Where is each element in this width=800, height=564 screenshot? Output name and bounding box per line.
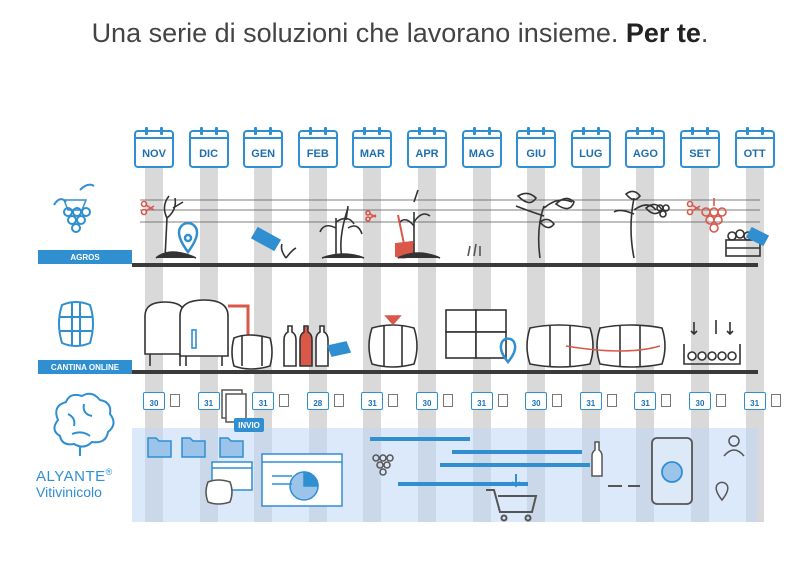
- day-marker-calendar-icon: 30: [416, 392, 438, 410]
- day-marker-calendar-icon: 31: [634, 392, 657, 410]
- folder-icon: [147, 437, 244, 458]
- month-label: NOV: [142, 148, 166, 160]
- month-label: APR: [415, 148, 439, 160]
- month-label: GIU: [526, 148, 546, 160]
- day-marker-calendar-icon: 28: [306, 392, 329, 410]
- month-calendar-icon-feb: FEB: [297, 127, 338, 168]
- day-document-icon: [716, 394, 726, 407]
- location-pin-small-icon: [715, 481, 729, 502]
- barrel-icon: [58, 301, 94, 347]
- price-tag-icon: [250, 226, 282, 252]
- day-document-icon: [770, 394, 781, 407]
- invio-badge: INVIO: [234, 418, 264, 432]
- scissors-icon: [140, 200, 155, 216]
- day-marker-calendar-icon: 31: [579, 392, 602, 410]
- shopping-cart-icon: [486, 474, 538, 522]
- month-calendar-icon-mar: MAR: [352, 127, 393, 168]
- month-label: GEN: [251, 148, 276, 160]
- alyante-artwork: [147, 389, 745, 522]
- day-marker-calendar-icon: 30: [689, 392, 711, 410]
- title-end: .: [700, 18, 709, 48]
- grapes-icon: [53, 183, 95, 233]
- brand-name: ALYANTE: [36, 468, 106, 485]
- row-label-agros: AGROS: [38, 250, 132, 264]
- cantina-row-line: [132, 370, 758, 374]
- brand-sub: Vitivinicolo: [36, 484, 102, 500]
- month-label: SET: [689, 148, 711, 160]
- page-title: Una serie di soluzioni che lavorano insi…: [0, 18, 800, 49]
- cantina-artwork: [144, 299, 741, 370]
- day-marker-calendar-icon: 30: [525, 392, 548, 410]
- day-document-icon: [388, 394, 399, 407]
- day-document-icon: [333, 394, 344, 407]
- gantt-bars: [370, 437, 590, 486]
- month-calendar-icon-mag: MAG: [461, 127, 502, 168]
- brain-icon: [53, 392, 115, 456]
- month-label: MAR: [359, 148, 385, 160]
- alyante-brand: ALYANTE® Vitivinicolo: [36, 467, 113, 500]
- user-icon: [723, 435, 745, 457]
- month-label: DIC: [199, 148, 219, 160]
- day-marker-calendar-icon: 31: [743, 392, 766, 410]
- month-label: MAG: [468, 148, 495, 160]
- day-document-icon: [279, 394, 290, 407]
- day-marker-calendar-icon: 31: [197, 392, 220, 410]
- month-calendar-icon-dic: DIC: [188, 127, 229, 168]
- month-calendar-icon-apr: APR: [407, 127, 447, 168]
- day-marker-calendar-icon: 31: [470, 392, 493, 410]
- shovel-icon: [395, 214, 416, 259]
- month-calendar-icon-set: SET: [680, 127, 720, 168]
- chart-icon: [261, 453, 343, 507]
- month-calendar-icon-ott: OTT: [734, 127, 775, 168]
- day-document-icon: [443, 394, 453, 407]
- box-icon: [445, 309, 507, 359]
- month-label: LUG: [579, 148, 603, 160]
- month-calendar-icon-gen: GEN: [243, 127, 284, 168]
- month-label: FEB: [306, 148, 329, 160]
- wine-bottle-icon: [283, 325, 329, 367]
- smartphone-icon: [651, 437, 693, 505]
- location-pin-icon: [177, 221, 199, 255]
- month-label: AGO: [632, 148, 658, 160]
- month-calendar-icon-giu: GIU: [516, 127, 557, 168]
- day-marker-calendar-icon: 31: [361, 392, 384, 410]
- month-calendar-icon-nov: NOV: [134, 127, 174, 168]
- day-document-icon: [606, 394, 617, 407]
- day-document-icon: [552, 394, 563, 407]
- month-label: OTT: [743, 148, 766, 160]
- title-regular: Una serie di soluzioni che lavorano insi…: [91, 18, 619, 48]
- day-marker-calendar-icon: 31: [252, 392, 275, 410]
- grape-bunch-icon: [701, 198, 727, 233]
- month-calendar-icon-ago: AGO: [625, 127, 666, 168]
- day-document-icon: [170, 394, 180, 407]
- month-calendar-icon-lug: LUG: [570, 127, 611, 168]
- day-document-icon: [497, 394, 508, 407]
- row-label-cantina: CANTINA ONLINE: [38, 360, 132, 374]
- title-bold: Per te: [625, 18, 701, 48]
- day-document-icon: [661, 394, 672, 407]
- day-marker-calendar-icon: 30: [143, 392, 165, 410]
- wine-tank-icon: [144, 299, 229, 366]
- agros-row-line: [132, 263, 758, 267]
- grapes-small-icon: [372, 454, 394, 476]
- agros-artwork: [140, 189, 770, 259]
- brand-registered: ®: [105, 467, 113, 477]
